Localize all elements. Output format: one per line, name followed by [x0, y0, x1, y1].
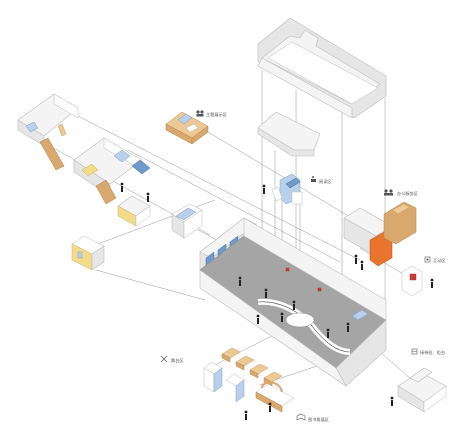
reading-area-text: 阅读区 [319, 178, 332, 185]
left-room-module-c [117, 195, 151, 227]
stage-display-pieces [203, 347, 283, 403]
left-room-module-b [73, 137, 151, 205]
left-room-module-a [17, 93, 79, 171]
thematic-module [165, 111, 209, 145]
stage-area-label: 舞台区 [160, 355, 184, 364]
blue-display-cabinet [171, 203, 203, 239]
light-canopy [257, 111, 321, 157]
thematic-area-text: 主题展示区 [206, 111, 227, 118]
counter-module [390, 367, 447, 413]
book-icon [296, 413, 306, 421]
counter-label: 接待处、柜台 [411, 348, 445, 356]
office-area-text: 办公服务区 [397, 190, 418, 197]
library-area-text: 图书角展区 [308, 416, 329, 423]
interaction-module [401, 265, 434, 297]
interaction-area-label: 互动区 [424, 256, 446, 264]
office-service-module [343, 201, 417, 270]
interaction-area-text: 互动区 [433, 257, 446, 264]
office-people-icon [384, 189, 393, 196]
counter-text: 接待处、柜台 [420, 349, 445, 356]
interaction-icon [424, 256, 431, 263]
office-area-label: 办公服务区 [384, 189, 418, 197]
stage-area-text: 舞台区 [171, 357, 184, 364]
counter-icon [411, 348, 418, 355]
reading-area-furniture [262, 173, 303, 205]
reading-area-label: 阅读区 [311, 176, 332, 185]
thematic-area-label: 主题展示区 [196, 110, 227, 118]
library-area-label: 图书角展区 [296, 413, 329, 423]
reading-icon [311, 176, 316, 182]
people-group-icon [196, 110, 204, 117]
ceiling-roof-piece [257, 17, 387, 119]
stage-icon [160, 355, 168, 363]
main-hall [199, 217, 387, 387]
left-room-module-d [71, 235, 105, 271]
library-module [244, 381, 295, 420]
